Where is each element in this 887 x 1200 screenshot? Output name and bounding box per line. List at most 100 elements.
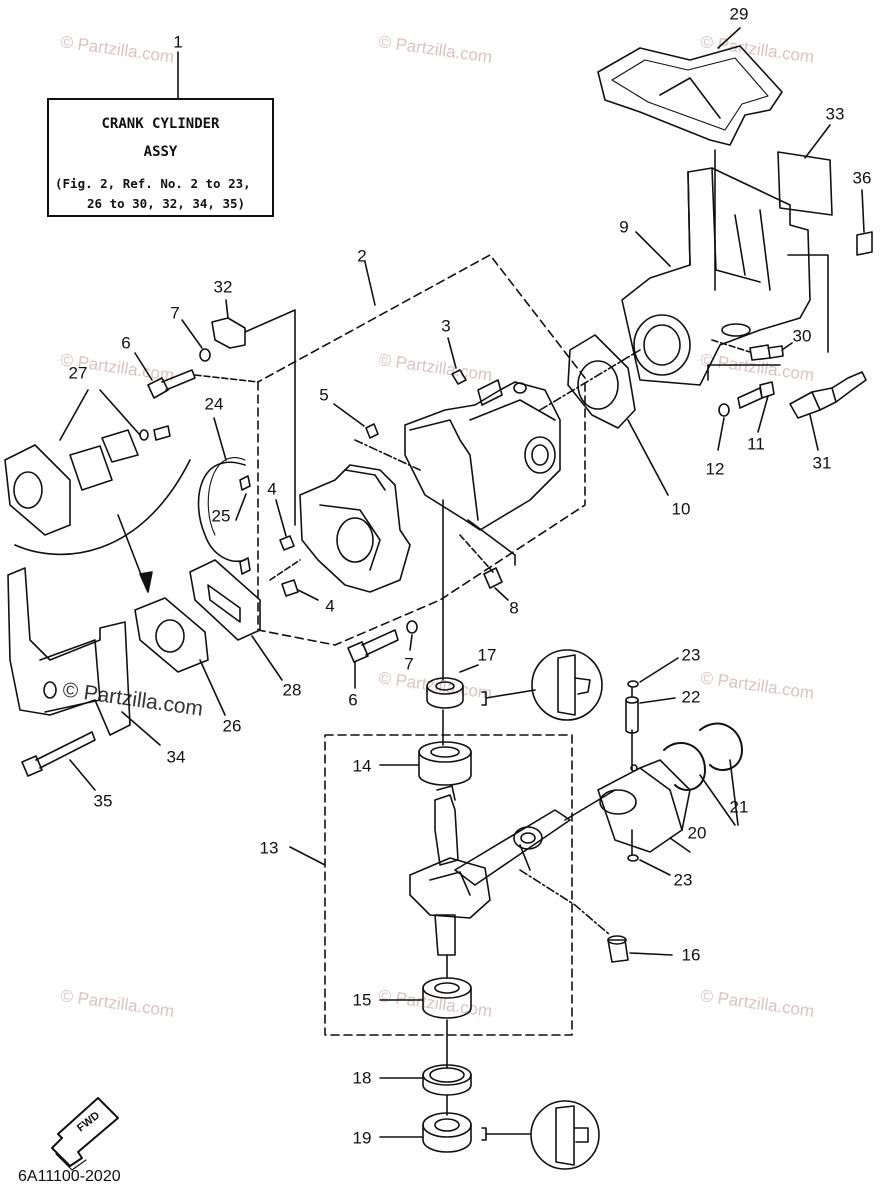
callout-10[interactable]: 10	[671, 499, 691, 519]
title-line-3: (Fig. 2, Ref. No. 2 to 23,	[55, 176, 251, 191]
leader-29	[717, 27, 741, 49]
axis-4-lower	[269, 559, 301, 581]
reed-washer	[139, 429, 149, 441]
leader-6-upper	[134, 352, 153, 381]
callout-23[interactable]: 23	[673, 870, 693, 890]
part-24-hose-inner	[207, 457, 246, 536]
part-29-cover-plate	[597, 45, 783, 146]
callout-29[interactable]: 29	[729, 4, 749, 24]
seal-detail-inset-19	[530, 1100, 600, 1170]
callout-13[interactable]: 13	[259, 838, 279, 858]
callout-3[interactable]: 3	[441, 316, 451, 336]
part-27-reed-valve	[69, 429, 139, 491]
callout-4[interactable]: 4	[325, 596, 335, 616]
leader-17	[459, 664, 479, 673]
part-11-bolt	[737, 381, 775, 409]
part-12-washer	[718, 403, 730, 417]
seal-leader-17	[485, 689, 536, 699]
callout-1[interactable]: 1	[173, 32, 183, 52]
callout-6[interactable]: 6	[121, 333, 131, 353]
axis-16	[519, 869, 611, 936]
part-6-bolt-lower	[347, 629, 399, 663]
callout-23[interactable]: 23	[681, 645, 701, 665]
bracket-line-9	[787, 254, 829, 353]
callout-24[interactable]: 24	[204, 394, 224, 414]
part-4-screw-upper	[279, 535, 295, 551]
callout-34[interactable]: 34	[166, 747, 186, 767]
axis-6-upper	[194, 374, 259, 383]
part-10-gasket	[567, 334, 636, 429]
callout-2[interactable]: 2	[357, 246, 367, 266]
leader-30	[781, 342, 793, 351]
seal-detail-inset-17	[531, 649, 603, 721]
callout-14[interactable]: 14	[352, 756, 372, 776]
connecting-rod	[454, 809, 571, 886]
leader-36	[861, 189, 865, 233]
part-code: 6A11100-2020	[18, 1168, 121, 1185]
leader-9	[635, 231, 671, 267]
callout-5[interactable]: 5	[319, 385, 329, 405]
callout-28[interactable]: 28	[282, 680, 302, 700]
callout-33[interactable]: 33	[825, 104, 845, 124]
callout-11[interactable]: 11	[747, 434, 765, 454]
part-16-needle-bearing	[607, 935, 629, 963]
callout-16[interactable]: 16	[681, 945, 701, 965]
part-21-piston-rings	[663, 722, 743, 791]
callout-9[interactable]: 9	[619, 217, 629, 237]
leader-23-lower	[639, 859, 671, 876]
callout-7[interactable]: 7	[404, 654, 414, 674]
axis-10	[539, 349, 641, 411]
callout-18[interactable]: 18	[352, 1068, 372, 1088]
title-line-2: ASSY	[143, 144, 178, 160]
part-31-spark-plug	[789, 371, 867, 419]
callout-31[interactable]: 31	[812, 453, 832, 473]
callout-19[interactable]: 19	[352, 1128, 372, 1148]
callout-8[interactable]: 8	[509, 598, 519, 618]
leader-3	[447, 337, 457, 369]
callout-27[interactable]: 27	[68, 363, 88, 383]
callout-25[interactable]: 25	[211, 506, 231, 526]
leader-23-upper	[639, 657, 679, 683]
axis-conrod	[519, 844, 531, 871]
callout-22[interactable]: 22	[681, 687, 701, 707]
part-28-gasket	[189, 559, 261, 641]
part-19-oil-seal	[422, 1112, 472, 1153]
leader-27b	[99, 389, 141, 436]
callout-21[interactable]: 21	[729, 797, 749, 817]
callout-15[interactable]: 15	[352, 990, 372, 1010]
callout-7[interactable]: 7	[170, 303, 180, 323]
reed-plate	[4, 444, 71, 536]
part-25-clip-a	[239, 475, 251, 491]
callout-26[interactable]: 26	[222, 716, 242, 736]
axis-8	[459, 534, 494, 573]
leader-4-lower	[297, 589, 319, 601]
leader-8	[494, 587, 509, 601]
callout-30[interactable]: 30	[792, 326, 812, 346]
bracket-line-11	[707, 364, 781, 381]
callout-6[interactable]: 6	[348, 690, 358, 710]
leader-7-lower	[409, 634, 413, 651]
leader-2	[364, 261, 376, 306]
title-line-4: 26 to 30, 32, 34, 35)	[87, 196, 246, 211]
part-18-seal	[422, 1064, 472, 1096]
callout-12[interactable]: 12	[705, 459, 725, 479]
axis-crankcase-a	[354, 439, 421, 471]
callout-17[interactable]: 17	[477, 645, 497, 665]
leader-33	[804, 124, 831, 159]
leader-26	[199, 659, 226, 716]
callout-4[interactable]: 4	[267, 479, 277, 499]
callout-20[interactable]: 20	[687, 823, 707, 843]
part-20-piston	[597, 759, 691, 853]
leader-4-upper	[275, 499, 287, 537]
crankcase-lower	[299, 464, 411, 593]
callout-32[interactable]: 32	[213, 277, 233, 297]
callout-36[interactable]: 36	[852, 168, 872, 188]
leader-20	[669, 837, 691, 853]
leader-24	[213, 417, 227, 461]
leader-25	[235, 493, 247, 521]
leader-12	[717, 417, 725, 451]
part-6-bolt-upper	[147, 369, 196, 399]
callout-35[interactable]: 35	[93, 791, 113, 811]
bracket-line-32	[244, 309, 296, 526]
